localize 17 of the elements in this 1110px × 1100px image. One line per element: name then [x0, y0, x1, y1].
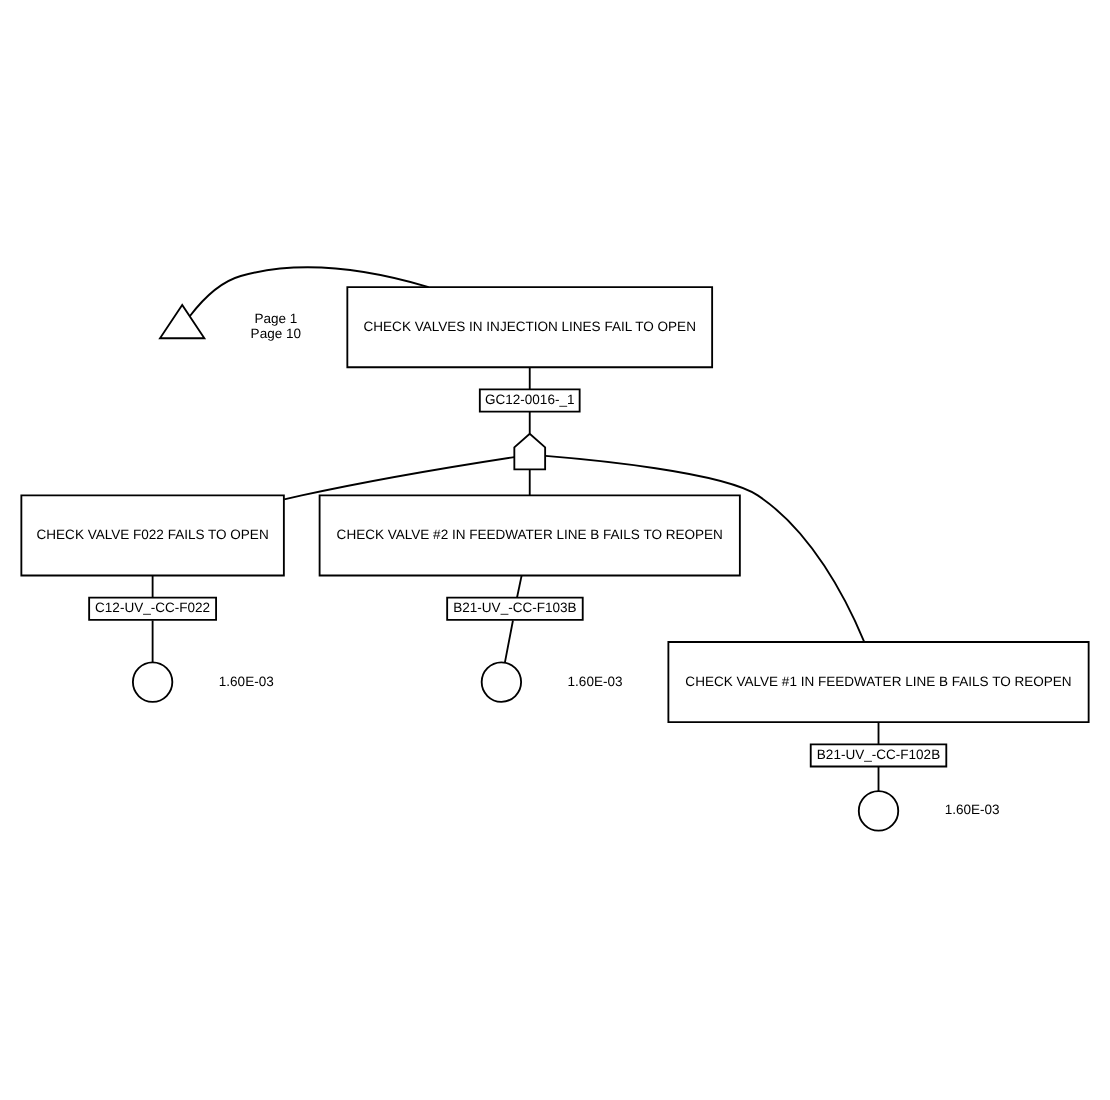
- connector: [528, 468, 531, 497]
- node-circle: [857, 790, 900, 832]
- connector: [528, 411, 531, 435]
- connector: [877, 765, 880, 793]
- connector: [877, 721, 880, 745]
- connector: [151, 619, 154, 664]
- node-circle: [480, 661, 523, 703]
- connector: [528, 366, 531, 390]
- connector: [151, 574, 154, 599]
- node-triangle: [158, 303, 207, 340]
- connector: [283, 456, 516, 501]
- node-circle: [131, 661, 174, 703]
- connector: [188, 266, 430, 318]
- connector: [503, 619, 514, 664]
- connector: [544, 454, 866, 643]
- connector: [516, 574, 523, 599]
- node-gate: [513, 432, 547, 471]
